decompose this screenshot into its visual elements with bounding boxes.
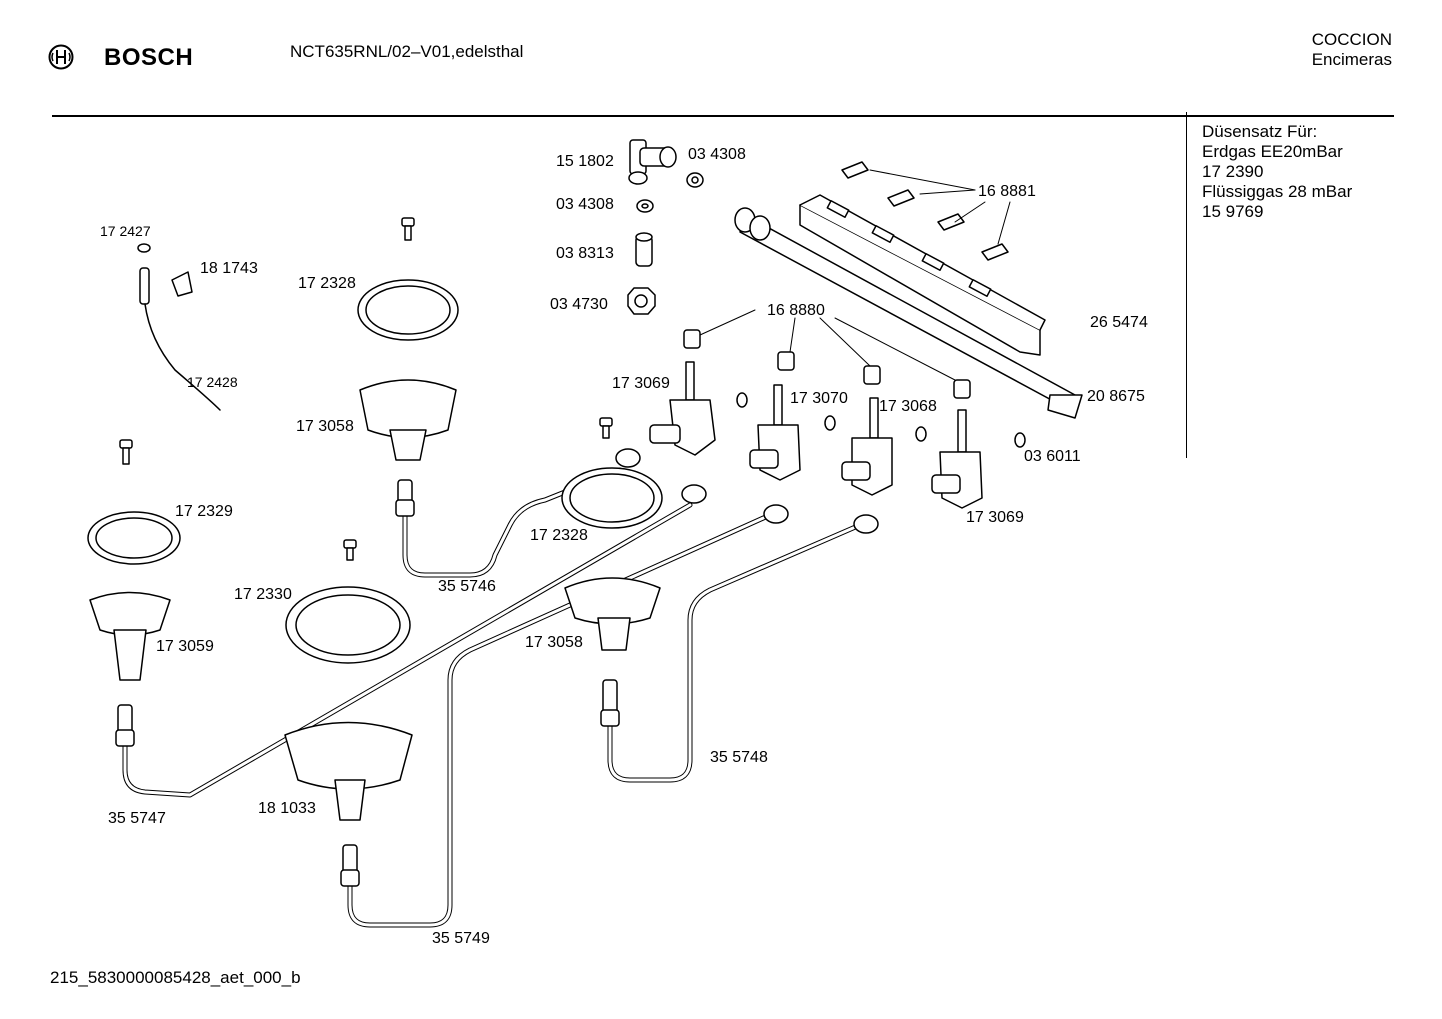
knob-clips xyxy=(841,161,1009,261)
part-label-181743: 18 1743 xyxy=(200,260,258,277)
part-label-355749: 35 5749 xyxy=(432,930,490,947)
part-label-034308-top: 03 4308 xyxy=(688,146,746,163)
note-line-5: 15 9769 xyxy=(1202,202,1264,221)
gas-valves xyxy=(649,361,983,509)
washers-and-nuts xyxy=(627,172,704,315)
part-label-173070: 17 3070 xyxy=(790,390,848,407)
part-label-172330: 17 2330 xyxy=(234,586,292,603)
part-label-172427: 17 2427 xyxy=(100,223,151,239)
note-line-4: Flüssiggas 28 mBar xyxy=(1202,182,1353,201)
part-label-181033: 18 1033 xyxy=(258,800,316,817)
elbow-fitting xyxy=(628,139,677,185)
part-label-173058-mid: 17 3058 xyxy=(525,634,583,651)
burner-bodies xyxy=(89,379,661,821)
part-label-172428: 17 2428 xyxy=(187,374,238,390)
part-label-172329: 17 2329 xyxy=(175,503,233,520)
ignition-electrode xyxy=(137,243,221,411)
note-line-3: 17 2390 xyxy=(1202,162,1264,181)
category-block: COCCION Encimeras xyxy=(1312,30,1392,70)
bosch-logo-icon xyxy=(48,44,74,70)
part-label-034730: 03 4730 xyxy=(550,296,608,313)
part-label-172328-mid: 17 2328 xyxy=(530,527,588,544)
note-line-2: Erdgas EE20mBar xyxy=(1202,142,1343,161)
part-label-355746: 35 5746 xyxy=(438,578,496,595)
gas-manifold-rail xyxy=(734,207,1083,419)
part-label-173058-top: 17 3058 xyxy=(296,418,354,435)
burner-rings xyxy=(87,279,663,664)
gas-pipe-355748 xyxy=(607,522,863,783)
subcategory-title: Encimeras xyxy=(1311,50,1392,69)
leader-lines xyxy=(699,169,1011,381)
part-label-208675: 20 8675 xyxy=(1087,388,1145,405)
part-label-355748: 35 5748 xyxy=(710,749,768,766)
drawing-code: 215_5830000085428_aet_000_b xyxy=(50,968,301,987)
part-label-168881: 16 8881 xyxy=(978,183,1036,200)
screws xyxy=(119,217,613,561)
part-label-168880: 16 8880 xyxy=(767,302,825,319)
part-label-265474: 26 5474 xyxy=(1090,314,1148,331)
knob-bracket xyxy=(799,194,1046,356)
model-number: NCT635RNL/02–V01,edelsthal xyxy=(290,42,524,61)
part-label-173069-left: 17 3069 xyxy=(612,375,670,392)
part-label-038313: 03 8313 xyxy=(556,245,614,262)
part-label-151802: 15 1802 xyxy=(556,153,614,170)
part-label-034308: 03 4308 xyxy=(556,196,614,213)
category-title: COCCION xyxy=(1311,30,1392,49)
header-divider xyxy=(52,115,1394,117)
note-line-1: Düsensatz Für: xyxy=(1202,122,1318,141)
part-label-172328-top: 17 2328 xyxy=(298,275,356,292)
part-label-173059: 17 3059 xyxy=(156,638,214,655)
part-label-355747: 35 5747 xyxy=(108,810,166,827)
gas-pipe-355749 xyxy=(347,512,773,928)
nozzle-set-note: Düsensatz Für: Erdgas EE20mBar 17 2390 F… xyxy=(1202,122,1352,222)
brand-name: BOSCH xyxy=(104,44,194,71)
valve-spacers xyxy=(683,329,1026,448)
part-label-036011: 03 6011 xyxy=(1024,448,1081,465)
side-divider xyxy=(1186,112,1187,458)
pipe-fittings xyxy=(115,448,879,887)
part-label-173069-right: 17 3069 xyxy=(966,509,1024,526)
part-label-173068: 17 3068 xyxy=(879,398,937,415)
